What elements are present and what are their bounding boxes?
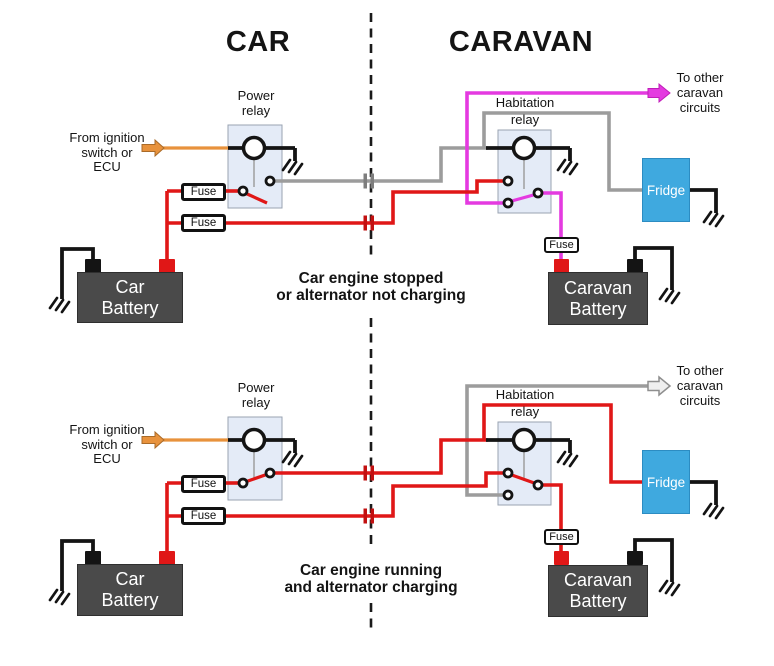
top-car-battery-ground-wire: [60, 247, 95, 299]
relay-coils: [241, 135, 537, 453]
power-relay-coil-top: [241, 135, 267, 161]
ground-icon: [48, 296, 71, 314]
black-wires: [60, 146, 718, 591]
top-caravan-circuits-wire-magenta: [465, 91, 650, 205]
ground-symbols: [48, 158, 725, 606]
car-fuse-1-bottom: Fuse: [181, 475, 226, 493]
ground-icon: [556, 450, 579, 468]
caravan-circuits-arrow-icon-top: [647, 82, 671, 104]
caravan-circuits-arrow-icon-bottom: [647, 375, 672, 397]
battery-terminals: [85, 259, 643, 565]
divider-connector-symbols: [363, 173, 374, 524]
car-fuse-1-top: Fuse: [181, 183, 226, 201]
caravan-battery-bottom: Caravan Battery: [548, 565, 648, 617]
ground-icon: [658, 579, 681, 597]
top-caravan-battery-ground-wire: [633, 246, 674, 290]
caravan-fuse-bottom: Fuse: [544, 529, 579, 545]
caption-engine-running: Car engine running and alternator chargi…: [284, 562, 458, 596]
top-fridge-feed-wire-gray: [482, 111, 644, 192]
ground-icon: [702, 502, 725, 520]
ground-icon: [658, 287, 681, 305]
ignition-arrow-icon-top: [141, 138, 165, 158]
caravan-battery-top: Caravan Battery: [548, 272, 648, 325]
bottom-car-battery-feed-wire: [165, 481, 182, 553]
top-fridge-ground-wire: [690, 188, 718, 213]
ground-icon: [556, 158, 579, 176]
to-other-circuits-label-top: To other caravan circuits: [676, 70, 724, 115]
car-fuse-2-top: Fuse: [181, 214, 226, 232]
bottom-power-relay-output-wire-live: [274, 438, 488, 475]
fridge-top: Fridge: [642, 158, 690, 222]
car-battery-top: Car Battery: [77, 272, 183, 323]
bottom-fridge-feed-wire-live: [482, 403, 644, 484]
flow-arrows: [141, 82, 672, 450]
car-battery-bottom: Car Battery: [77, 564, 183, 616]
top-power-relay-output-wire-gray: [274, 146, 488, 183]
habitation-relay-coil-bottom: [511, 427, 537, 453]
ground-icon: [702, 210, 725, 228]
ignition-source-label-bottom: From ignition switch or ECU: [69, 422, 145, 466]
bottom-power-relay-blade-closed: [244, 472, 269, 484]
ground-icon: [281, 158, 304, 176]
power-relay-coil-bottom: [241, 427, 267, 453]
orange-wires: [162, 146, 229, 442]
bottom-habitation-common-to-fuse-wire: [538, 483, 563, 531]
section-title-caravan: CARAVAN: [448, 26, 594, 58]
to-other-circuits-label-bottom: To other caravan circuits: [676, 363, 724, 408]
bottom-fridge-ground-wire: [690, 480, 718, 505]
habitation-relay-coil-top: [511, 135, 537, 161]
caravan-fuse-top: Fuse: [544, 237, 579, 253]
section-title-car: CAR: [225, 26, 291, 58]
ignition-source-label-top: From ignition switch or ECU: [69, 130, 145, 174]
top-habitation-common-to-fuse-wire: [538, 191, 563, 239]
bottom-habitation-relay-blade-closed-no: [508, 472, 538, 486]
top-car-battery-feed-wire: [165, 189, 182, 261]
ignition-arrow-icon-bottom: [141, 430, 165, 450]
relay-contacts: [237, 175, 544, 501]
fridge-bottom: Fridge: [642, 450, 690, 514]
car-fuse-2-bottom: Fuse: [181, 507, 226, 525]
ground-icon: [281, 450, 304, 468]
bottom-car-battery-ground-wire: [60, 539, 95, 591]
power-relay-label-top: Power relay: [237, 88, 275, 118]
power-relay-label-bottom: Power relay: [237, 380, 275, 410]
caption-engine-stopped: Car engine stopped or alternator not cha…: [276, 270, 466, 304]
habitation-relay-label-bottom: Habitation relay: [495, 387, 555, 419]
habitation-relay-label-top: Habitation relay: [495, 95, 555, 127]
ground-icon: [48, 588, 71, 606]
bottom-caravan-battery-ground-wire: [633, 538, 674, 582]
magenta-wires: [465, 91, 650, 261]
top-power-relay-blade-open: [244, 191, 268, 205]
